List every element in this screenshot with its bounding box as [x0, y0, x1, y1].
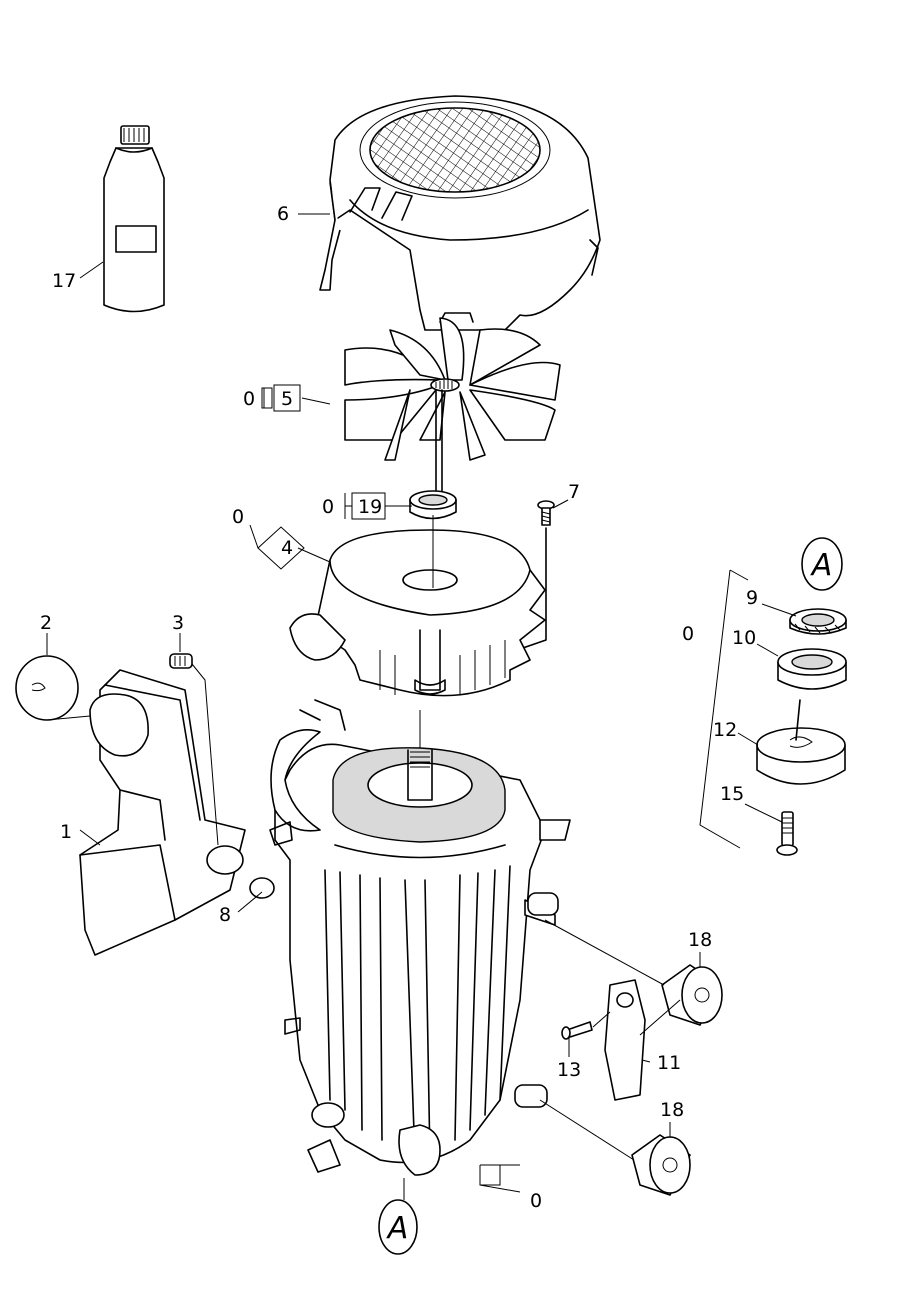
leader-lines — [46, 213, 797, 1200]
bracket-part — [604, 979, 646, 1101]
fan-cowl-part — [319, 95, 601, 331]
label-0-bottom: 0 — [530, 1190, 542, 1212]
side-cover-part — [79, 669, 275, 956]
label-17: 17 — [52, 270, 76, 292]
motor-housing-part — [269, 699, 571, 1176]
label-13: 13 — [557, 1059, 581, 1081]
svg-text:A: A — [810, 548, 833, 583]
part-labels: 17 6 0 5 0 19 7 0 4 2 3 1 8 0 9 10 12 15… — [40, 203, 758, 1212]
oil-bottle-part — [103, 125, 165, 313]
fan-impeller-part — [344, 317, 561, 493]
label-10: 10 — [732, 627, 756, 649]
detail-a-kit — [756, 608, 847, 856]
plug-part-3 — [169, 653, 193, 669]
callout-a-top: A — [801, 537, 843, 591]
label-2: 2 — [40, 612, 52, 634]
label-6: 6 — [277, 203, 289, 225]
label-9: 9 — [746, 587, 758, 609]
cap-part — [15, 655, 79, 721]
screw-part-13 — [561, 1021, 593, 1040]
callout-a-bottom: A — [378, 1199, 418, 1255]
label-11: 11 — [657, 1052, 681, 1074]
label-12: 12 — [713, 719, 737, 741]
svg-text:A: A — [386, 1211, 409, 1246]
label-0-bearing: 0 — [322, 496, 334, 518]
label-5: 5 — [281, 388, 293, 410]
label-18-bottom: 18 — [660, 1099, 684, 1121]
label-3: 3 — [172, 612, 184, 634]
label-8: 8 — [219, 904, 231, 926]
roller-part-top — [661, 964, 723, 1026]
label-0-fan: 0 — [243, 388, 255, 410]
label-15: 15 — [720, 783, 744, 805]
motor-flange-part — [289, 529, 546, 697]
bearing-part — [409, 490, 457, 520]
label-7: 7 — [568, 481, 580, 503]
label-19: 19 — [358, 496, 382, 518]
label-1: 1 — [60, 821, 72, 843]
label-0-kit: 0 — [682, 623, 694, 645]
label-4: 4 — [281, 537, 293, 559]
label-18-top: 18 — [688, 929, 712, 951]
label-0-flange: 0 — [232, 506, 244, 528]
roller-part-bottom — [631, 1134, 691, 1196]
group-brackets — [249, 384, 749, 1166]
